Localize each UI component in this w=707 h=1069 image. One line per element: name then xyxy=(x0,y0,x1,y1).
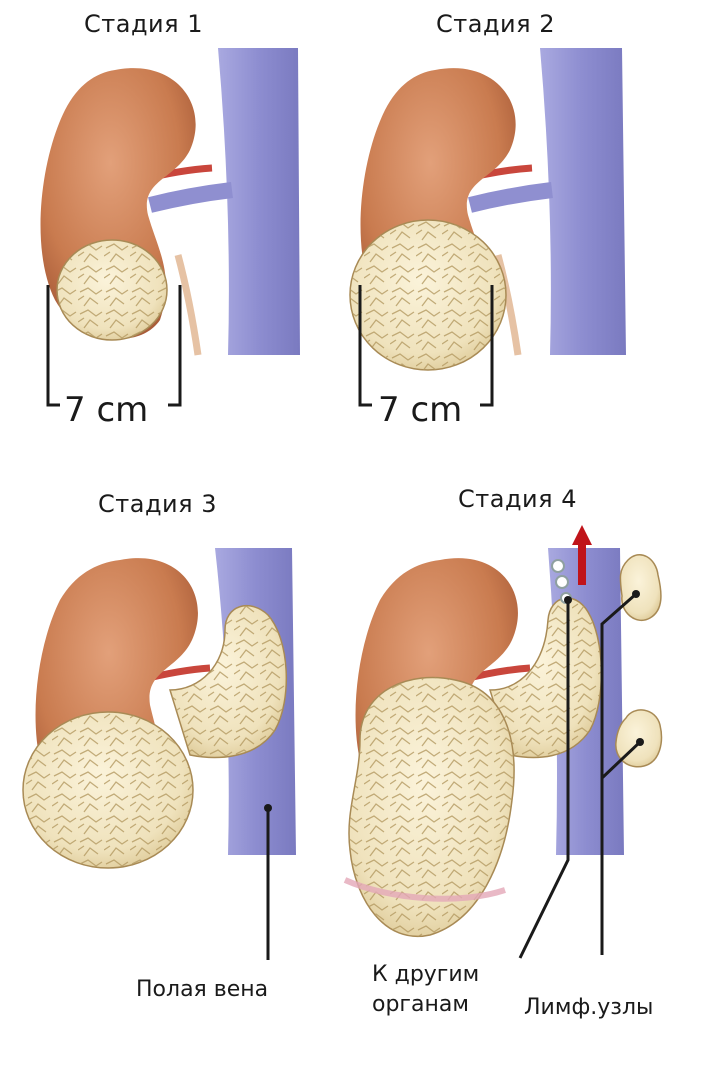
stage2-renal-vein xyxy=(470,190,552,205)
stage4-title: Стадия 4 xyxy=(458,485,577,513)
stage4-metastatic-cell xyxy=(552,560,564,572)
lymph-nodes-label: Лимф.узлы xyxy=(524,993,653,1023)
stage2-vena-cava xyxy=(540,48,626,355)
stage1-vena-cava xyxy=(218,48,300,355)
stage4-organs-pointer-dot xyxy=(564,596,572,604)
stage4-metastatic-cell xyxy=(556,576,568,588)
stage1-renal-vein xyxy=(150,190,232,205)
stage3-title: Стадия 3 xyxy=(98,490,217,518)
stage1-measurement: 7 cm xyxy=(64,390,148,430)
stage4-lymph-pointer-dot-lower xyxy=(636,738,644,746)
stage2-illustration xyxy=(350,48,626,405)
vena-cava-label: Полая вена xyxy=(136,975,268,1005)
stage4-illustration xyxy=(345,525,661,958)
other-organs-label: К другим органам xyxy=(372,960,479,1020)
stage1-illustration xyxy=(41,48,300,405)
stage3-illustration xyxy=(23,548,296,960)
stage1-title: Стадия 1 xyxy=(84,10,203,38)
stage2-title: Стадия 2 xyxy=(436,10,555,38)
stage4-lymph-pointer-dot-upper xyxy=(632,590,640,598)
stage3-pointer-dot xyxy=(264,804,272,812)
stage4-lymph-node-upper xyxy=(620,555,661,621)
stage2-measurement: 7 cm xyxy=(378,390,462,430)
